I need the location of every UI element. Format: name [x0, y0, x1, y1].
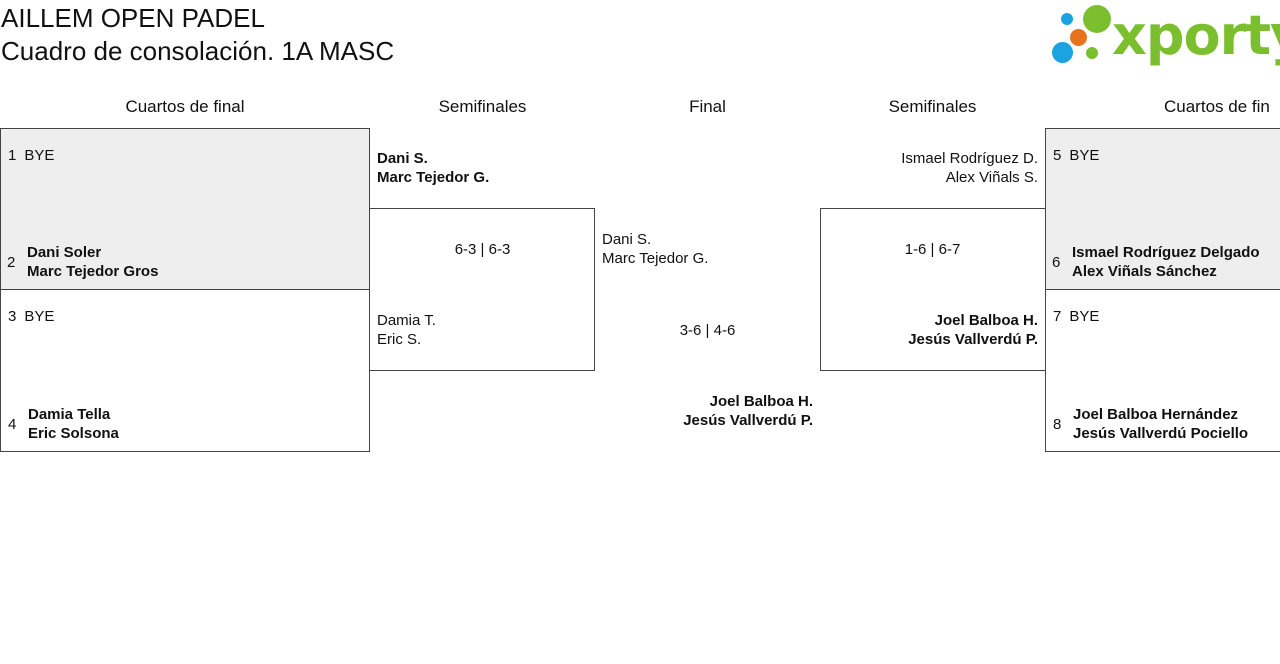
player-name: Dani Soler: [27, 244, 102, 261]
right-qf-slot-2: [1045, 289, 1280, 452]
tournament-title: AILLEM OPEN PADEL: [1, 3, 265, 33]
column-header-left-semifinals: Semifinales: [438, 97, 527, 116]
seed-5-entry: 5 BYE: [1053, 146, 1099, 165]
seed-4-entry: 4 Damia Tella Eric Solsona: [8, 405, 119, 443]
bye-label: BYE: [24, 147, 55, 164]
seed-number: 4: [8, 415, 17, 433]
logo-text: xporty: [1112, 4, 1280, 67]
seed-number: 2: [7, 253, 16, 271]
player-name: Jesús Vallverdú P.: [908, 331, 1038, 348]
player-name: Ismael Rodríguez Delgado: [1072, 244, 1260, 261]
seed-8-entry: 8 Joel Balboa Hernández Jesús Vallverdú …: [1053, 405, 1248, 443]
logo-dot-blue-large-icon: [1052, 42, 1073, 63]
player-name: Joel Balboa H.: [934, 312, 1038, 329]
player-name: Marc Tejedor Gros: [27, 263, 159, 280]
logo-dot-blue-small-icon: [1061, 13, 1073, 25]
bye-label: BYE: [24, 308, 55, 325]
seed-number: 7: [1053, 308, 1062, 325]
player-name: Joel Balboa H.: [709, 393, 813, 410]
final-top-pair: Dani S. Marc Tejedor G.: [602, 230, 708, 268]
column-header-left-quarterfinals: Cuartos de final: [125, 97, 245, 116]
left-sf-score: 6-3 | 6-3: [454, 241, 511, 258]
player-name: Eric S.: [377, 331, 422, 348]
player-name: Dani S.: [377, 150, 428, 167]
column-header-final: Final: [689, 97, 726, 116]
left-sf-connector: [369, 208, 595, 371]
bracket-title: Cuadro de consolación. 1A MASC: [1, 36, 395, 66]
right-sf-score: 1-6 | 6-7: [904, 241, 961, 258]
column-header-right-semifinals: Semifinales: [888, 97, 977, 116]
column-header-right-quarterfinals: Cuartos de fin: [1164, 97, 1270, 116]
right-qf-slot-1: [1045, 128, 1280, 290]
logo-dot-green-small-icon: [1086, 47, 1098, 59]
right-sf-top-pair: Ismael Rodríguez D. Alex Viñals S.: [820, 149, 1038, 187]
seed-number: 3: [8, 308, 17, 325]
seed-6-entry: 6 Ismael Rodríguez Delgado Alex Viñals S…: [1052, 243, 1260, 281]
player-name: Marc Tejedor G.: [602, 250, 709, 267]
player-name: Ismael Rodríguez D.: [901, 150, 1038, 167]
player-name: Marc Tejedor G.: [377, 169, 490, 186]
bye-label: BYE: [1069, 308, 1100, 325]
seed-number: 1: [8, 147, 17, 164]
player-name: Jesús Vallverdú P.: [683, 412, 813, 429]
player-name: Dani S.: [602, 231, 652, 248]
bye-label: BYE: [1069, 147, 1100, 164]
right-sf-bottom-pair: Joel Balboa H. Jesús Vallverdú P.: [820, 311, 1038, 349]
player-name: Jesús Vallverdú Pociello: [1073, 425, 1249, 442]
seed-number: 8: [1053, 415, 1062, 433]
seed-number: 6: [1052, 253, 1061, 271]
logo-dot-orange-icon: [1070, 29, 1087, 46]
player-name: Eric Solsona: [28, 425, 119, 442]
left-sf-bottom-pair: Damia T. Eric S.: [377, 311, 436, 349]
seed-7-entry: 7 BYE: [1053, 307, 1099, 326]
player-name: Damia T.: [377, 312, 436, 329]
seed-1-entry: 1 BYE: [8, 146, 54, 165]
seed-3-entry: 3 BYE: [8, 307, 54, 326]
final-score: 3-6 | 4-6: [679, 322, 736, 339]
left-sf-top-pair: Dani S. Marc Tejedor G.: [377, 149, 489, 187]
player-name: Joel Balboa Hernández: [1073, 406, 1239, 423]
player-name: Alex Viñals S.: [945, 169, 1038, 186]
final-bottom-pair: Joel Balboa H. Jesús Vallverdú P.: [595, 392, 813, 430]
player-name: Damia Tella: [28, 406, 111, 423]
seed-2-entry: 2 Dani Soler Marc Tejedor Gros: [7, 243, 158, 281]
player-name: Alex Viñals Sánchez: [1072, 263, 1217, 280]
seed-number: 5: [1053, 147, 1062, 164]
left-qf-slot-1: [0, 128, 370, 290]
logo-dot-green-icon: [1083, 5, 1111, 33]
xporty-logo: xporty: [1052, 4, 1280, 68]
